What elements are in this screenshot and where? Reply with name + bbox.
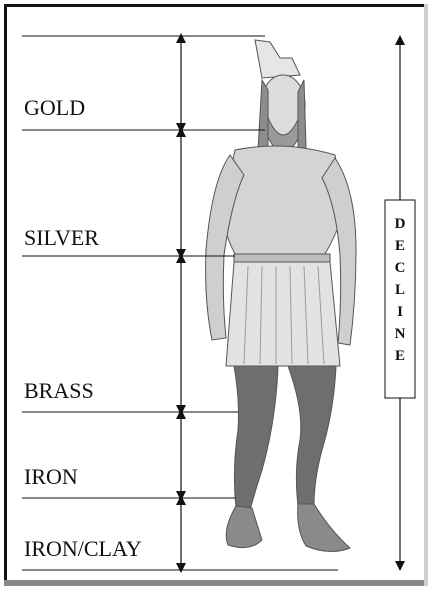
decline-letter: I	[397, 304, 403, 320]
statue-right-foot	[298, 504, 350, 552]
decline-letter: E	[395, 238, 405, 254]
statue-left-leg	[234, 366, 278, 510]
decline-letter: D	[395, 216, 406, 232]
statue-figure	[206, 40, 356, 552]
statue-crown	[255, 40, 300, 78]
label-iron-clay: IRON/CLAY	[24, 536, 142, 561]
decline-letter: L	[395, 282, 405, 298]
statue-right-leg	[288, 366, 336, 506]
decline-letter: E	[395, 348, 405, 364]
label-silver: SILVER	[24, 225, 99, 250]
label-brass: BRASS	[24, 378, 94, 403]
decline-letter: N	[395, 326, 406, 342]
label-gold: GOLD	[24, 95, 85, 120]
decline-letter: C	[395, 260, 406, 276]
label-iron: IRON	[24, 464, 78, 489]
statue-torso	[222, 146, 345, 262]
statue-left-foot	[226, 506, 262, 548]
